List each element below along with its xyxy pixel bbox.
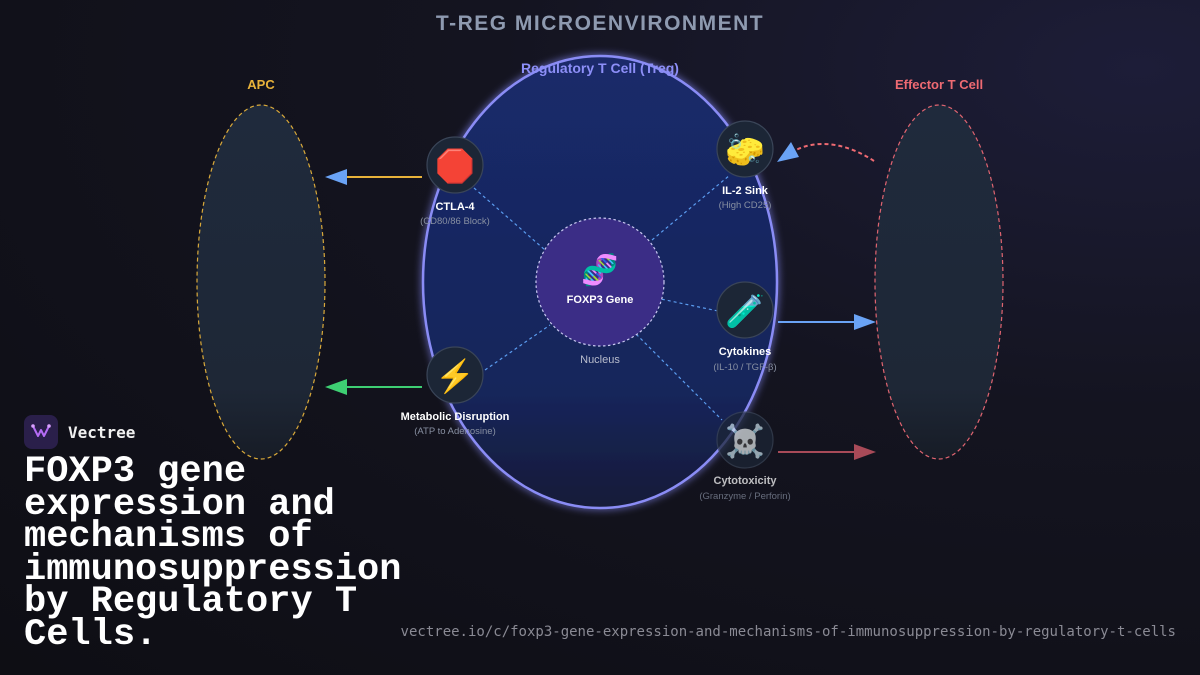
diagram-title: T-REG MICROENVIRONMENT: [435, 12, 765, 35]
il2-arrow: [795, 143, 875, 162]
ctla4-arrowhead: [325, 169, 347, 185]
cytokines-sublabel: (IL-10 / TGF-β): [713, 362, 776, 373]
il2-label: IL-2 Sink: [722, 185, 769, 197]
ctla4-label: CTLA-4: [435, 201, 475, 213]
stop-sign-icon: 🛑: [435, 148, 475, 184]
cytotoxicity-label: Cytotoxicity: [714, 475, 778, 487]
mechanism-cytokines: 🧪 Cytokines (IL-10 / TGF-β): [713, 281, 777, 373]
cytotoxicity-arrowhead: [854, 444, 876, 460]
metabolic-sublabel: (ATP to Adenosine): [414, 426, 496, 437]
headline: FOXP3 gene expression and mechanisms of …: [24, 451, 402, 656]
cytotoxicity-sublabel: (Granzyme / Perforin): [699, 491, 790, 502]
sponge-icon: 🧽: [725, 132, 768, 168]
svg-text:🧬: 🧬: [581, 251, 618, 288]
brand-name: Vectree: [68, 422, 136, 442]
mechanism-metabolic: ⚡ Metabolic Disruption (ATP to Adenosine…: [401, 346, 510, 437]
ctla4-sublabel: (CD80/86 Block): [420, 216, 490, 227]
skull-crossbones-icon: ☠️: [725, 423, 765, 459]
source-url[interactable]: vectree.io/c/foxp3-gene-expression-and-m…: [400, 624, 1176, 640]
test-tube-icon: 🧪: [725, 293, 765, 329]
mechanism-ctla4: 🛑 CTLA-4 (CD80/86 Block): [420, 136, 490, 227]
cytokines-label: Cytokines: [719, 346, 772, 358]
metabolic-arrowhead: [325, 379, 347, 395]
nucleus-label: Nucleus: [580, 354, 620, 366]
effector-label: Effector T Cell: [895, 77, 983, 92]
mechanism-il2: 🧽 IL-2 Sink (High CD25): [716, 120, 774, 211]
brand[interactable]: Vectree: [24, 415, 135, 449]
cytokines-arrowhead: [854, 314, 876, 330]
mechanism-cytotoxicity: ☠️ Cytotoxicity (Granzyme / Perforin): [699, 411, 791, 502]
apc-cell: [196, 104, 326, 460]
treg-label: Regulatory T Cell (Treg): [521, 60, 679, 76]
apc-label: APC: [247, 77, 275, 92]
il2-arrowhead: [777, 142, 799, 162]
effector-cell: [874, 104, 1004, 460]
vectree-logo-icon: [24, 415, 58, 449]
il2-sublabel: (High CD25): [719, 200, 772, 211]
connector-lines: [473, 174, 731, 421]
metabolic-label: Metabolic Disruption: [401, 411, 510, 423]
nucleus: [535, 217, 665, 347]
lightning-icon: ⚡: [435, 358, 475, 395]
dna-icon: 🧬: [581, 251, 618, 288]
nucleus-gene-label: FOXP3 Gene: [567, 294, 634, 306]
